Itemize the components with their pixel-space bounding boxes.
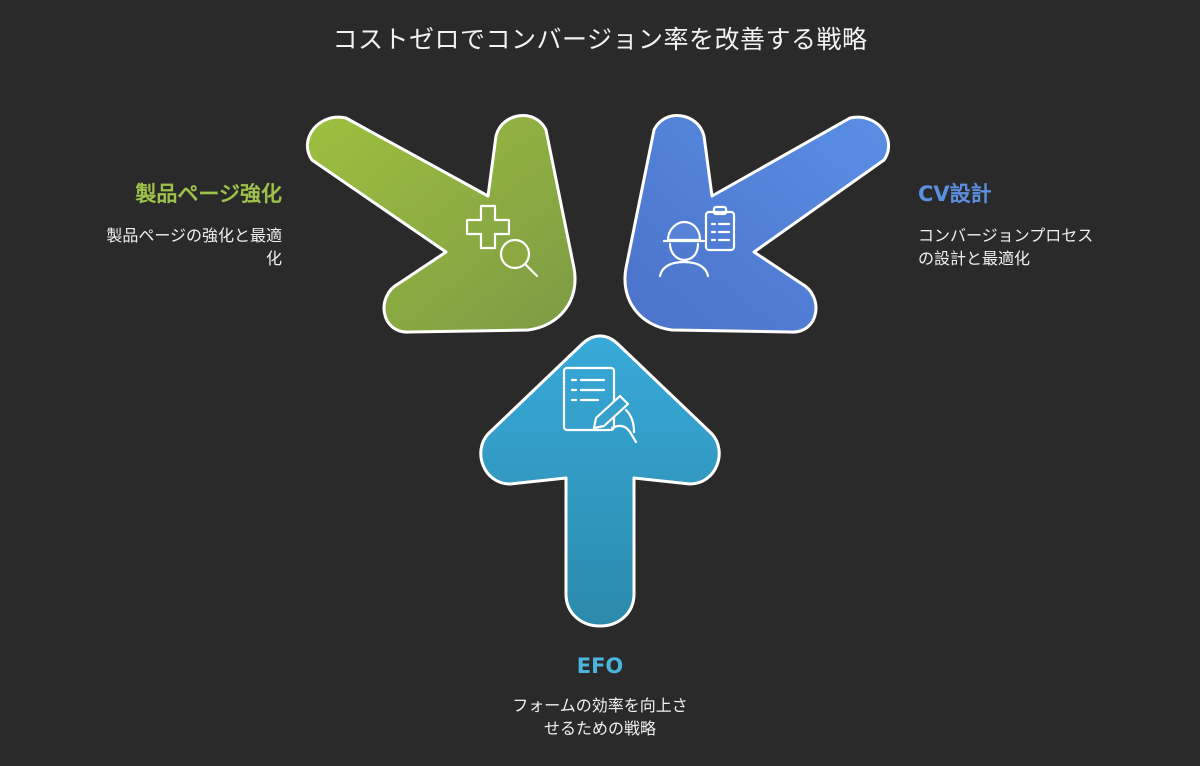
product-page-heading: 製品ページ強化 — [135, 182, 282, 206]
efo-description: フォームの効率を向上さ せるための戦略 — [470, 694, 730, 740]
product-page-description-line2: 化 — [265, 249, 282, 268]
product-search-icon — [465, 204, 539, 278]
arrow-product-page — [305, 114, 577, 334]
product-page-description: 製品ページの強化と最適 化 — [40, 224, 282, 270]
page-title: コストゼロでコンバージョン率を改善する戦略 — [332, 25, 868, 54]
form-edit-icon — [562, 366, 638, 444]
cv-design-block: CV設計 コンバージョンプロセス の設計と最適化 — [918, 178, 1148, 270]
cv-design-description: コンバージョンプロセス の設計と最適化 — [918, 224, 1148, 270]
product-page-description-line1: 製品ページの強化と最適 — [106, 226, 282, 245]
efo-block: EFO フォームの効率を向上さ せるための戦略 — [470, 654, 730, 740]
cv-design-description-line1: コンバージョンプロセス — [918, 226, 1094, 245]
worker-clipboard-icon — [658, 205, 736, 278]
arrow-efo — [479, 334, 721, 628]
efo-description-line2: せるための戦略 — [543, 719, 656, 738]
efo-description-line1: フォームの効率を向上さ — [512, 696, 688, 715]
arrow-cv-design — [623, 114, 891, 334]
efo-heading: EFO — [576, 654, 624, 678]
product-page-block: 製品ページ強化 製品ページの強化と最適 化 — [40, 178, 282, 270]
cv-design-heading: CV設計 — [918, 182, 992, 206]
cv-design-description-line2: の設計と最適化 — [918, 249, 1031, 268]
